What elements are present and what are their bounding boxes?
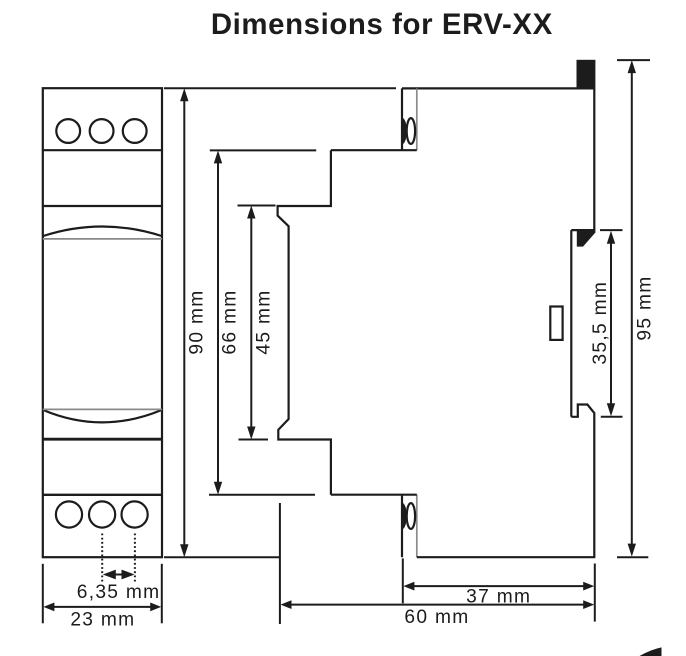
svg-text:6,35 mm: 6,35 mm — [77, 582, 161, 603]
svg-text:60 mm: 60 mm — [404, 607, 469, 628]
svg-text:95 mm: 95 mm — [634, 275, 655, 340]
svg-text:90 mm: 90 mm — [187, 289, 208, 354]
svg-text:Dimensions for ERV-XX: Dimensions for ERV-XX — [211, 8, 553, 41]
svg-text:37 mm: 37 mm — [466, 587, 531, 608]
svg-text:23 mm: 23 mm — [70, 610, 135, 631]
svg-text:35,5 mm: 35,5 mm — [590, 281, 611, 365]
svg-text:45 mm: 45 mm — [253, 289, 274, 354]
svg-text:66 mm: 66 mm — [219, 289, 240, 354]
